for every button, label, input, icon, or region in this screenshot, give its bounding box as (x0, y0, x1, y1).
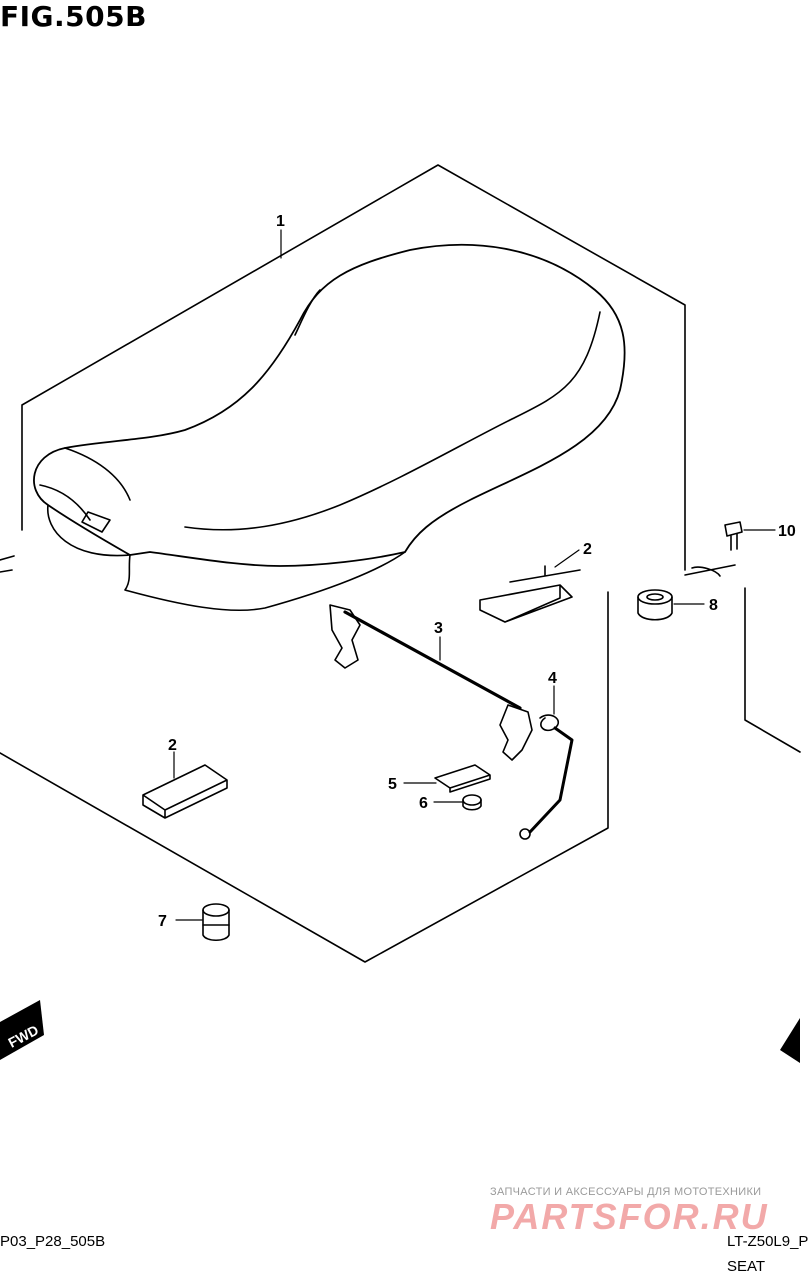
cushion-rear-part[interactable] (637, 589, 673, 621)
rod-part[interactable] (329, 604, 533, 761)
fwd-badge: FWD (0, 1000, 44, 1060)
figure-title: FIG.505B (0, 0, 147, 33)
callout-1: 1 (276, 213, 285, 230)
pad-right-detail (509, 565, 581, 583)
nut-part[interactable] (462, 794, 482, 811)
watermark-logo: PARTSFOR.RU (490, 1196, 769, 1237)
callout-7: 7 (158, 913, 167, 930)
pad-left-part[interactable] (142, 764, 228, 819)
callout-3: 3 (434, 620, 443, 637)
callout-10: 10 (778, 523, 796, 540)
fwd-arrow-right (780, 1018, 800, 1063)
callout-6: 6 (419, 795, 428, 812)
plate-part[interactable] (434, 764, 491, 793)
footer-model-code: LT-Z50L9_P (727, 1233, 808, 1250)
leader-2-right (554, 549, 580, 568)
assembly-outline (0, 164, 686, 963)
callout-5: 5 (388, 776, 397, 793)
footer-left-code: P03_P28_505B (0, 1233, 106, 1250)
callout-8: 8 (709, 597, 718, 614)
bolt-part[interactable] (684, 521, 743, 577)
seat-part[interactable] (0, 243, 626, 612)
callout-2-right: 2 (583, 541, 592, 558)
pad-right-part[interactable] (479, 584, 573, 623)
cushion-front-part[interactable] (202, 903, 230, 942)
footer-section-name: SEAT (727, 1258, 766, 1275)
callout-2-left: 2 (168, 737, 177, 754)
secondary-outline (744, 587, 801, 753)
clip-part[interactable] (519, 714, 574, 840)
watermark-tagline: ЗАПЧАСТИ И АКСЕССУАРЫ ДЛЯ МОТОТЕХНИКИ (490, 1186, 762, 1198)
callout-4: 4 (548, 670, 557, 687)
